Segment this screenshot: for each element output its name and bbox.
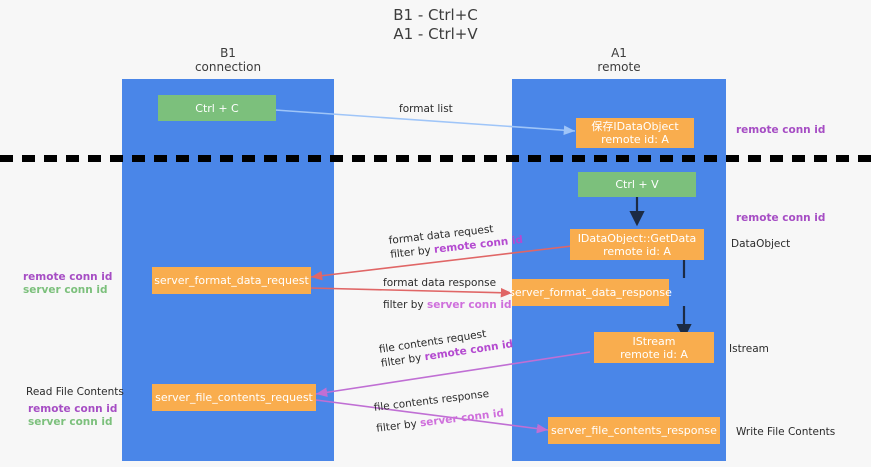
node-server-format-data-response-label: server_format_data_response	[509, 286, 672, 299]
note-remote-conn-id-mid: remote conn id	[736, 212, 826, 224]
edge-label-format-data-response-filter: filter by server conn id	[383, 298, 512, 312]
lane-header-b1: B1 connection	[122, 46, 334, 74]
filter-key-server-conn-id: server conn id	[427, 299, 512, 311]
lane-header-a1-role: remote	[597, 60, 641, 74]
node-server-file-contents-response-label: server_file_contents_response	[551, 424, 717, 437]
phase-divider	[0, 155, 871, 162]
node-server-file-contents-response[interactable]: server_file_contents_response	[548, 417, 720, 444]
node-server-format-data-request[interactable]: server_format_data_request	[152, 267, 311, 294]
edge-label-file-contents-request: file contents request filter by remote c…	[378, 323, 514, 370]
node-server-file-contents-request-label: server_file_contents_request	[155, 391, 313, 404]
filter-prefix: filter by	[389, 244, 432, 261]
note-left-server-conn-id-1: server conn id	[23, 284, 108, 296]
node-idataobject-getdata-sublabel: remote id: A	[603, 244, 671, 258]
node-server-format-data-response[interactable]: server_format_data_response	[509, 279, 672, 306]
edge-label-format-data-response-text: format data response	[383, 277, 497, 289]
node-istream[interactable]: IStream remote id: A	[594, 332, 714, 363]
note-left-server-conn-id-2: server conn id	[28, 416, 113, 428]
node-ctrl-v[interactable]: Ctrl + V	[578, 172, 696, 197]
node-idataobject-getdata-label: IDataObject::GetData	[577, 231, 697, 245]
edge-label-format-list-text: format list	[399, 103, 453, 115]
diagram-title: B1 - Ctrl+C A1 - Ctrl+V	[0, 6, 871, 44]
edge-label-format-data-response: format data response filter by server co…	[383, 276, 512, 312]
node-ctrl-c-label: Ctrl + C	[195, 101, 239, 115]
lane-header-a1-name: A1	[611, 46, 627, 60]
node-server-format-data-request-label: server_format_data_request	[154, 274, 309, 287]
lane-header-a1: A1 remote	[512, 46, 726, 74]
note-write-file-contents: Write File Contents	[736, 426, 836, 438]
node-ctrl-c[interactable]: Ctrl + C	[158, 95, 276, 121]
node-save-idataobject-sublabel: remote id: A	[601, 133, 669, 146]
filter-key-server-conn-id: server conn id	[419, 407, 505, 430]
node-istream-sublabel: remote id: A	[620, 347, 688, 361]
node-server-file-contents-request[interactable]: server_file_contents_request	[152, 384, 316, 411]
edge-label-format-list: format list	[399, 102, 453, 116]
node-save-idataobject[interactable]: 保存IDataObject remote id: A	[576, 118, 694, 148]
title-line-2: A1 - Ctrl+V	[393, 25, 478, 43]
note-left-remote-conn-id-1: remote conn id	[23, 271, 113, 283]
note-read-file-contents: Read File Contents	[26, 386, 124, 398]
filter-prefix: filter by	[383, 299, 424, 311]
node-save-idataobject-label: 保存IDataObject	[591, 120, 679, 133]
node-idataobject-getdata[interactable]: IDataObject::GetData remote id: A	[570, 229, 704, 260]
filter-prefix: filter by	[375, 417, 418, 435]
node-ctrl-v-label: Ctrl + V	[615, 178, 659, 191]
note-dataobject: DataObject	[731, 238, 791, 250]
note-left-remote-conn-id-2: remote conn id	[28, 403, 118, 415]
node-istream-label: IStream	[632, 334, 676, 348]
note-istream: Istream	[729, 343, 769, 355]
title-line-1: B1 - Ctrl+C	[393, 6, 478, 24]
lane-header-b1-role: connection	[194, 60, 262, 74]
edge-label-format-data-request: format data request filter by remote con…	[388, 219, 524, 262]
note-remote-conn-id-top: remote conn id	[736, 124, 826, 136]
lane-header-b1-name: B1	[220, 46, 236, 60]
edge-label-file-contents-response: file contents response filter by server …	[373, 385, 505, 435]
